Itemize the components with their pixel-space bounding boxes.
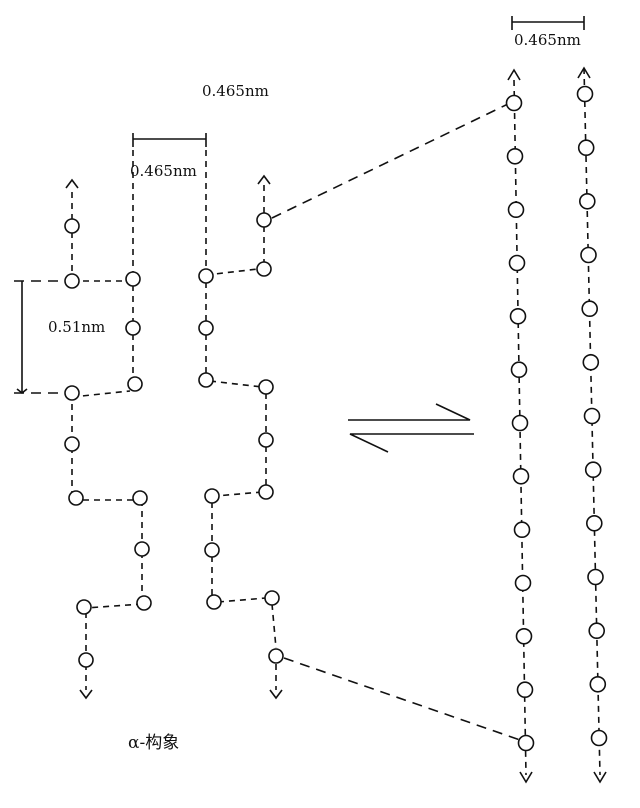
atom — [578, 193, 596, 210]
atom — [577, 139, 595, 156]
atom — [513, 521, 531, 539]
arrow-down-icon — [269, 689, 283, 700]
arrow-down-icon — [79, 689, 93, 700]
atom — [127, 376, 143, 392]
arrow-up-icon — [257, 174, 271, 185]
spacing-label-inner: 0.465nm — [130, 162, 197, 180]
atom — [64, 385, 80, 401]
spacing-label-vertical: 0.51nm — [48, 318, 105, 336]
extended-conformation — [505, 16, 608, 784]
atom — [258, 379, 274, 395]
atom — [582, 353, 600, 371]
extended-chain-1 — [513, 79, 527, 776]
atom — [576, 85, 594, 103]
atom — [511, 414, 529, 432]
atom — [512, 467, 530, 485]
atom — [516, 681, 534, 699]
atom — [588, 622, 606, 640]
connector-bottom — [283, 657, 521, 741]
atom — [258, 432, 274, 448]
atom — [505, 94, 523, 112]
atom — [76, 599, 92, 615]
atom — [206, 594, 222, 610]
atom — [581, 300, 599, 318]
spacing-label-top: 0.465nm — [202, 82, 269, 100]
atom — [587, 568, 604, 586]
atom — [268, 648, 284, 664]
atom — [580, 246, 597, 264]
atom — [517, 734, 535, 752]
atom — [78, 652, 94, 668]
atom — [514, 574, 532, 592]
atom — [584, 461, 602, 479]
atom — [204, 488, 220, 504]
atom — [507, 201, 525, 218]
atom — [125, 271, 141, 287]
atom — [134, 541, 150, 557]
atom — [508, 254, 526, 272]
atom — [583, 407, 601, 425]
atom — [585, 514, 603, 532]
equilibrium-arrows-icon — [348, 403, 474, 453]
atom — [64, 273, 80, 289]
connector-top — [271, 103, 509, 219]
arrow-up-icon — [577, 66, 591, 79]
atom — [198, 268, 214, 284]
dimension-bar-vertical — [16, 281, 28, 395]
atom — [509, 307, 527, 325]
atom — [204, 542, 220, 558]
arrow-down-icon — [593, 771, 607, 784]
arrow-up-icon — [65, 178, 79, 189]
atom — [589, 675, 607, 693]
atom — [590, 729, 608, 747]
arrow-down-icon — [519, 771, 533, 784]
dimension-bar-horizontal — [132, 133, 207, 147]
atom — [264, 590, 280, 606]
atom — [132, 490, 148, 506]
atom — [256, 212, 272, 228]
chain-4-bonds — [205, 185, 265, 276]
atom — [136, 595, 152, 611]
chain-1-bonds — [71, 192, 143, 690]
atom — [256, 261, 272, 277]
atom — [258, 484, 274, 500]
atom — [125, 320, 141, 336]
dimension-bar-horizontal — [511, 16, 585, 30]
atom — [64, 218, 80, 234]
caption: α-构象 — [128, 733, 179, 753]
atom — [64, 436, 80, 452]
alpha-conformation — [14, 133, 284, 700]
arrow-up-icon — [507, 68, 521, 81]
spacing-label-right: 0.465nm — [514, 31, 581, 49]
atom — [515, 627, 533, 645]
atom — [198, 372, 214, 388]
atom — [198, 320, 214, 336]
chain-3-bonds — [205, 150, 277, 690]
atom — [68, 490, 84, 506]
atom — [510, 361, 528, 379]
atom — [506, 148, 524, 165]
